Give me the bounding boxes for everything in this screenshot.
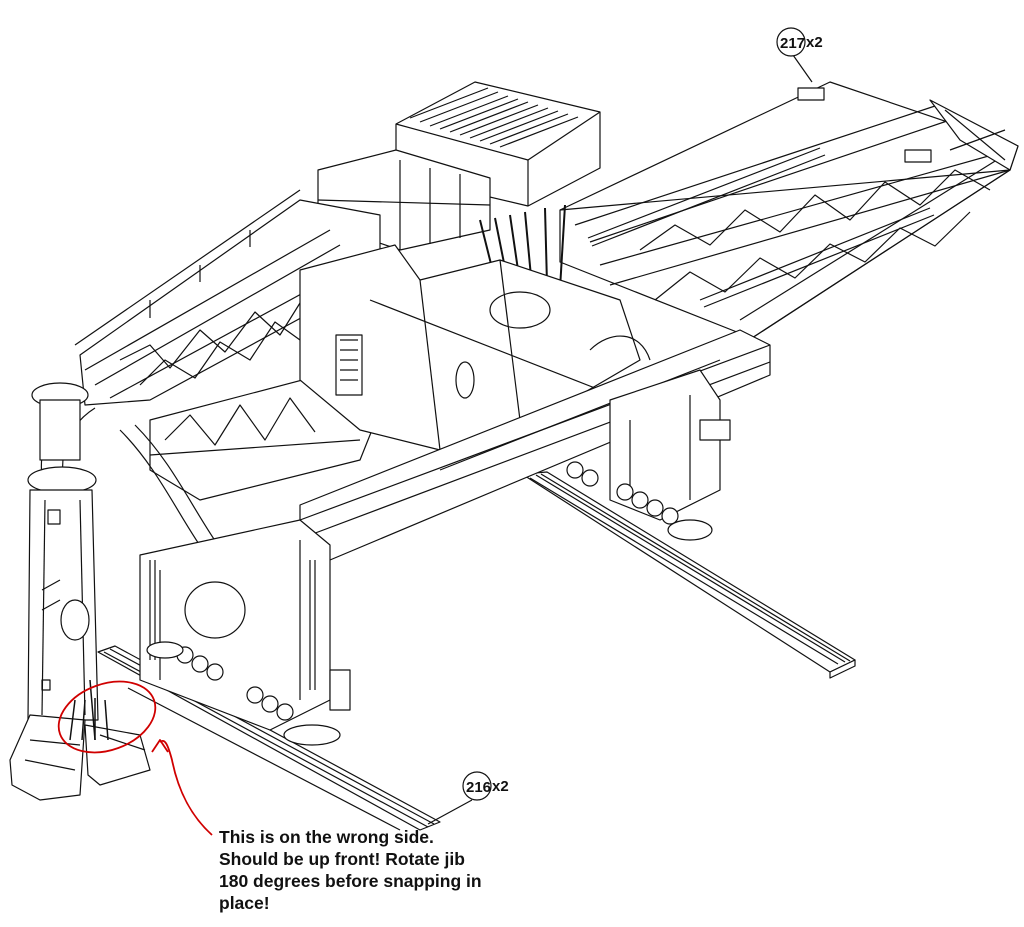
rear-leg bbox=[566, 369, 731, 541]
highlight-arrow bbox=[159, 740, 213, 836]
callout-217-leader bbox=[792, 54, 813, 83]
annotation-line: 180 degrees before snapping in bbox=[219, 871, 482, 891]
highlight-circle bbox=[57, 680, 157, 754]
arrow-head bbox=[151, 739, 169, 753]
annotation-line: This is on the wrong side. bbox=[219, 827, 434, 847]
callout-216-circle bbox=[462, 771, 492, 801]
vertical-column bbox=[27, 382, 99, 721]
annotation-line: Should be up front! Rotate jib bbox=[219, 849, 465, 869]
callout-217-number: 217 bbox=[780, 35, 805, 52]
front-leg bbox=[139, 519, 351, 746]
boom-truss bbox=[559, 81, 1019, 339]
jib-arm bbox=[74, 189, 381, 406]
annotation-line: place! bbox=[219, 893, 270, 913]
central-portal bbox=[299, 244, 651, 451]
callout-217-quantity: x2 bbox=[806, 34, 823, 51]
annotation-note: This is on the wrong side. Should be up … bbox=[219, 826, 549, 914]
callout-216-quantity: x2 bbox=[492, 778, 509, 795]
callout-217-circle bbox=[776, 27, 806, 57]
callout-216-number: 216 bbox=[466, 779, 491, 796]
callout-216-leader bbox=[427, 799, 473, 825]
